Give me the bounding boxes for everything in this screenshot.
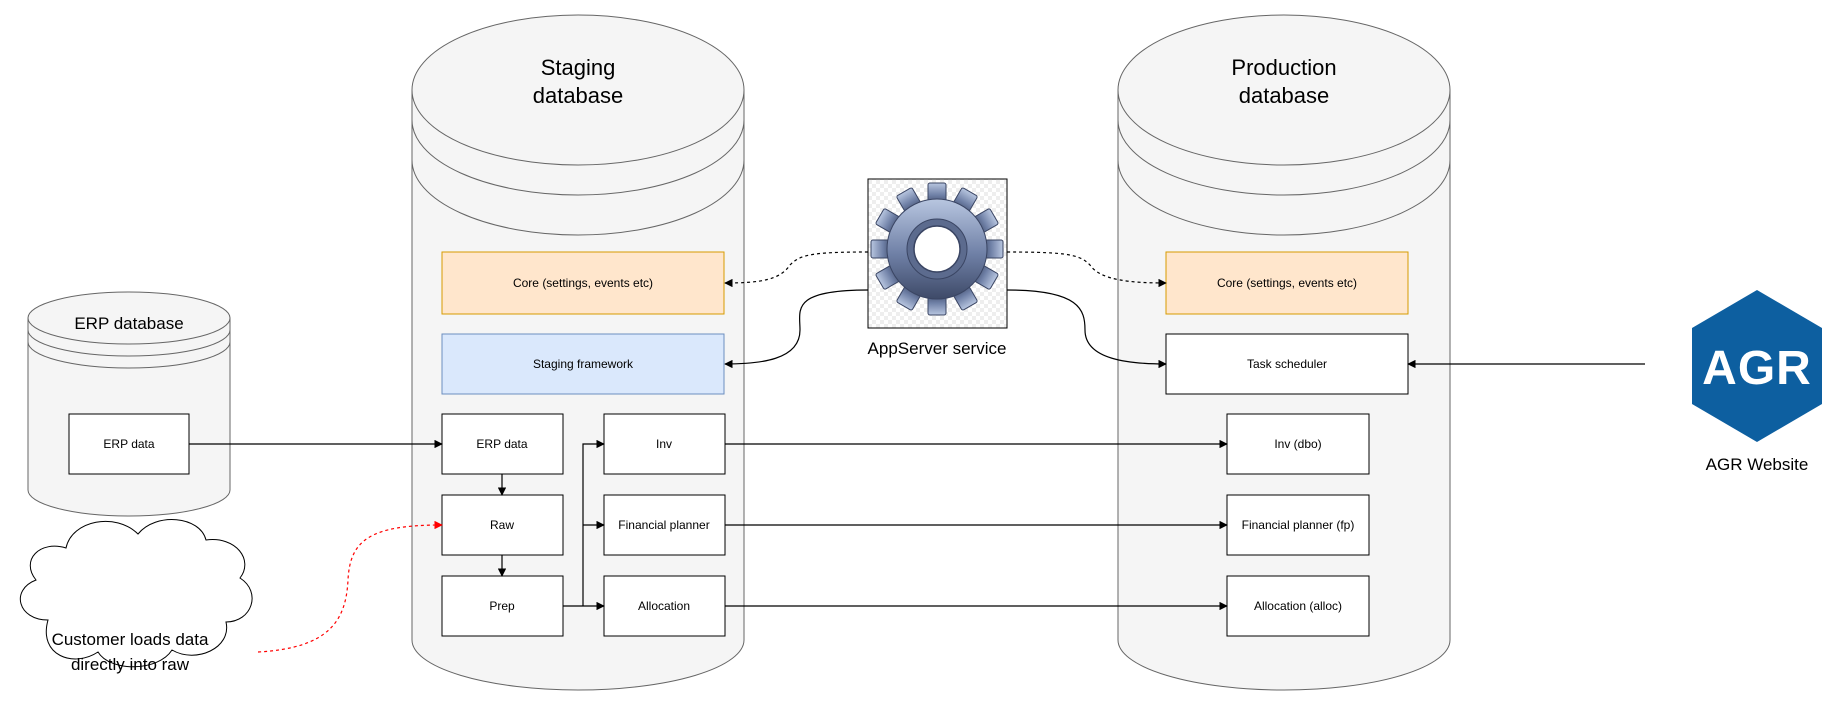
customer-cloud-line-1: Customer loads data (52, 630, 209, 649)
agr-logo (1692, 290, 1822, 442)
edge-appserver-to-production-core (1006, 251, 1167, 288)
edge-appserver-to-framework (724, 289, 869, 369)
staging-prep-label: Prep (489, 599, 515, 613)
erp-database: ERP database ERP data (27, 291, 231, 517)
production-db-title-1: Production (1231, 55, 1336, 80)
production-inv-label: Inv (dbo) (1274, 437, 1321, 451)
production-core-label: Core (settings, events etc) (1217, 276, 1357, 290)
edge-prep-to-inv (582, 439, 605, 606)
staging-db-title-1: Staging (541, 55, 616, 80)
agr-website-caption: AGR Website (1706, 455, 1809, 474)
staging-allocation-box[interactable] (603, 575, 726, 637)
staging-inv-box[interactable] (603, 413, 726, 475)
staging-framework-box[interactable] (441, 333, 725, 395)
staging-framework-label: Staging framework (533, 357, 634, 371)
agr-logo-text: AGR (1702, 342, 1812, 395)
erp-db-title: ERP database (74, 314, 183, 333)
production-financial-planner-box[interactable] (1226, 494, 1370, 556)
appserver-label: AppServer service (868, 339, 1007, 358)
edge-customer-to-raw (257, 520, 443, 653)
connectors (189, 251, 1645, 653)
task-scheduler-label: Task scheduler (1247, 357, 1327, 371)
staging-db-title-2: database (533, 83, 624, 108)
staging-financial-planner-label: Financial planner (618, 518, 709, 532)
edge-appserver-to-staging-core (724, 251, 869, 288)
production-inv-box[interactable] (1226, 413, 1370, 475)
production-allocation-label: Allocation (alloc) (1254, 599, 1342, 613)
gear-icon (870, 182, 1004, 316)
staging-erp-data-label: ERP data (476, 437, 527, 451)
production-financial-planner-label: Financial planner (fp) (1242, 518, 1355, 532)
staging-core-label: Core (settings, events etc) (513, 276, 653, 290)
production-db-title-2: database (1239, 83, 1330, 108)
staging-raw-label: Raw (490, 518, 514, 532)
appserver-service[interactable]: AppServer service (867, 178, 1008, 358)
task-scheduler-box[interactable] (1165, 333, 1409, 395)
production-allocation-box[interactable] (1226, 575, 1370, 637)
erp-source-data-box[interactable] (68, 413, 190, 475)
production-core-box[interactable] (1165, 251, 1409, 315)
staging-raw-box[interactable] (441, 494, 564, 556)
customer-cloud-line-2: directly into raw (71, 655, 190, 674)
erp-source-data-label: ERP data (103, 437, 154, 451)
staging-prep-box[interactable] (441, 575, 564, 637)
staging-financial-planner-box[interactable] (603, 494, 726, 556)
staging-core-box[interactable] (441, 251, 725, 315)
customer-cloud: Customer loads data directly into raw (19, 519, 253, 674)
edge-appserver-to-scheduler (1006, 289, 1167, 369)
staging-allocation-label: Allocation (638, 599, 690, 613)
staging-inv-label: Inv (656, 437, 672, 451)
agr-website[interactable]: AGR AGR Website (1692, 290, 1822, 474)
